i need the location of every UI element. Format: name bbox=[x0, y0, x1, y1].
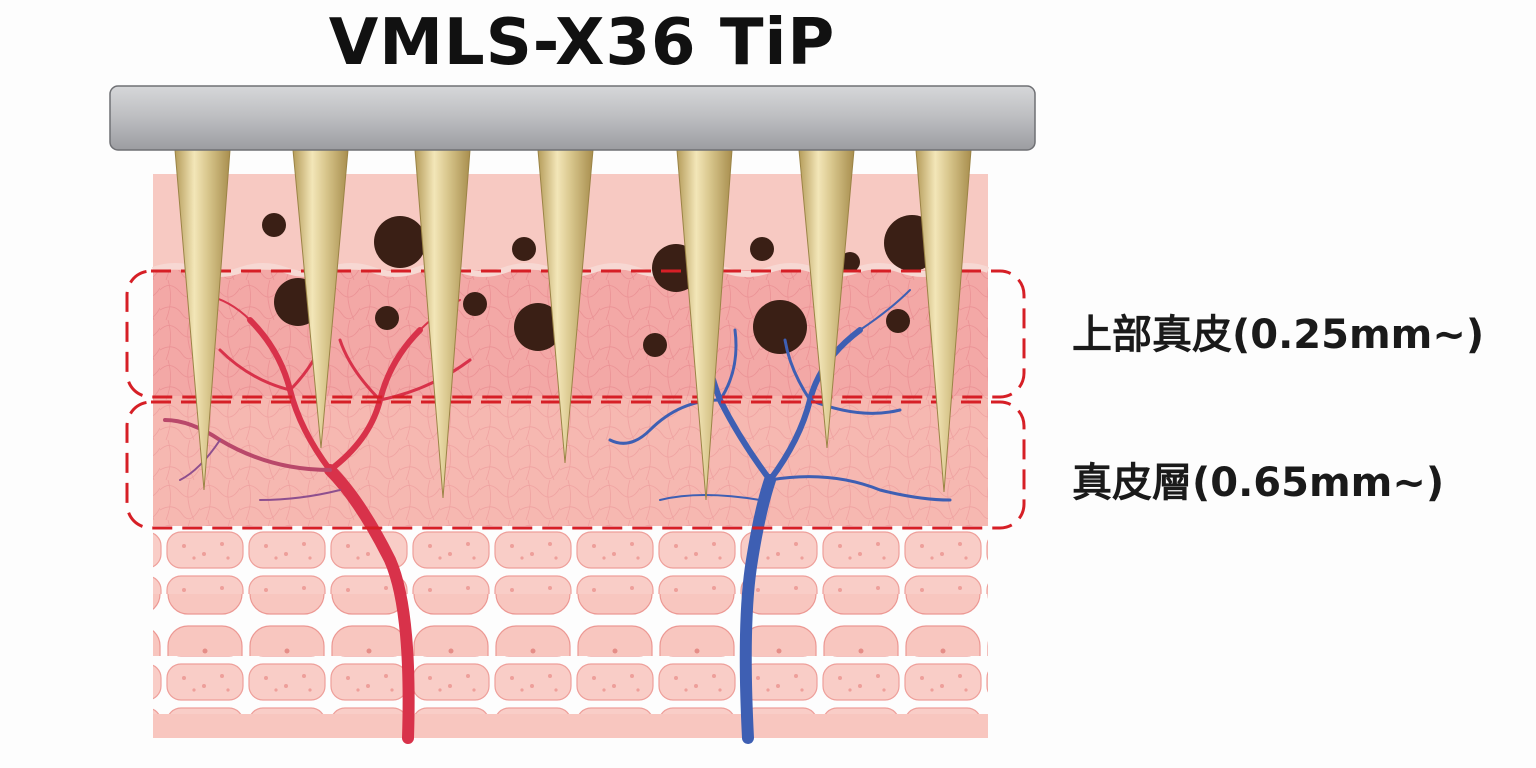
dermis-fibers bbox=[153, 396, 988, 526]
upper-dermis-label: 上部真皮(0.25mm~) bbox=[1072, 302, 1484, 360]
pigment-spot bbox=[512, 237, 536, 261]
pigment-spot bbox=[463, 292, 487, 316]
dermis-label: 真皮層(0.65mm~) bbox=[1072, 450, 1444, 508]
tip-plate bbox=[110, 86, 1035, 150]
small-cell-layer-1 bbox=[153, 526, 988, 594]
pigment-spot bbox=[374, 216, 426, 268]
pigment-spot bbox=[643, 333, 667, 357]
pigment-spot bbox=[886, 309, 910, 333]
pigment-spot bbox=[262, 213, 286, 237]
small-cell-layer-2 bbox=[153, 656, 988, 714]
pigment-spot bbox=[753, 300, 807, 354]
pigment-spot bbox=[375, 306, 399, 330]
pigment-spot bbox=[750, 237, 774, 261]
bottom-cell-layer bbox=[153, 714, 988, 738]
big-cell-layer bbox=[153, 594, 988, 656]
